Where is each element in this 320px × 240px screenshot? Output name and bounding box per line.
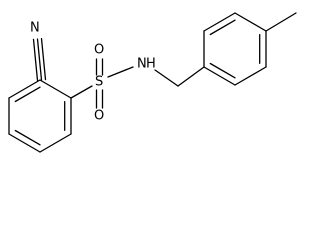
nitrile-group: N — [30, 21, 47, 82]
c-s-bond — [70, 85, 93, 99]
ring1-double-bond — [14, 129, 41, 146]
sulfonyl-group: O S O — [70, 43, 134, 124]
atom-label-o-top: O — [94, 43, 104, 58]
triple-bond-line-1 — [36, 38, 43, 81]
ring1-double-bond — [14, 86, 41, 103]
atom-label-s: S — [95, 75, 103, 90]
ring2-bond — [234, 12, 267, 32]
s-n-bond — [107, 66, 134, 78]
amine-linker: N H — [137, 57, 205, 87]
ring2-bond — [203, 66, 236, 86]
ring1-bond — [8, 133, 41, 153]
ring2-double-bond — [209, 19, 236, 36]
benzonitrile-ring — [8, 79, 72, 153]
ring1-bond — [39, 133, 72, 153]
methyl-bond — [265, 12, 297, 32]
molecule-structure-diagram: N O S O N H — [8, 12, 297, 153]
atom-label-o-bottom: O — [94, 109, 104, 124]
ring2-double-bond — [209, 62, 236, 79]
ring2-bond — [203, 12, 236, 32]
atom-label-n-nitrile: N — [30, 21, 40, 36]
atom-label-h-amide: H — [146, 57, 156, 72]
ring1-bond — [8, 79, 41, 99]
triple-bond-line-3 — [40, 37, 47, 81]
atom-label-n-amide: N — [137, 57, 147, 72]
triple-bond-line-2 — [32, 38, 39, 82]
toluene-ring — [203, 12, 297, 86]
n-ch2-bond — [154, 69, 179, 87]
ring2-bond — [234, 66, 267, 86]
ch2-ring-bond — [177, 66, 205, 87]
ring1-bond — [39, 79, 72, 99]
